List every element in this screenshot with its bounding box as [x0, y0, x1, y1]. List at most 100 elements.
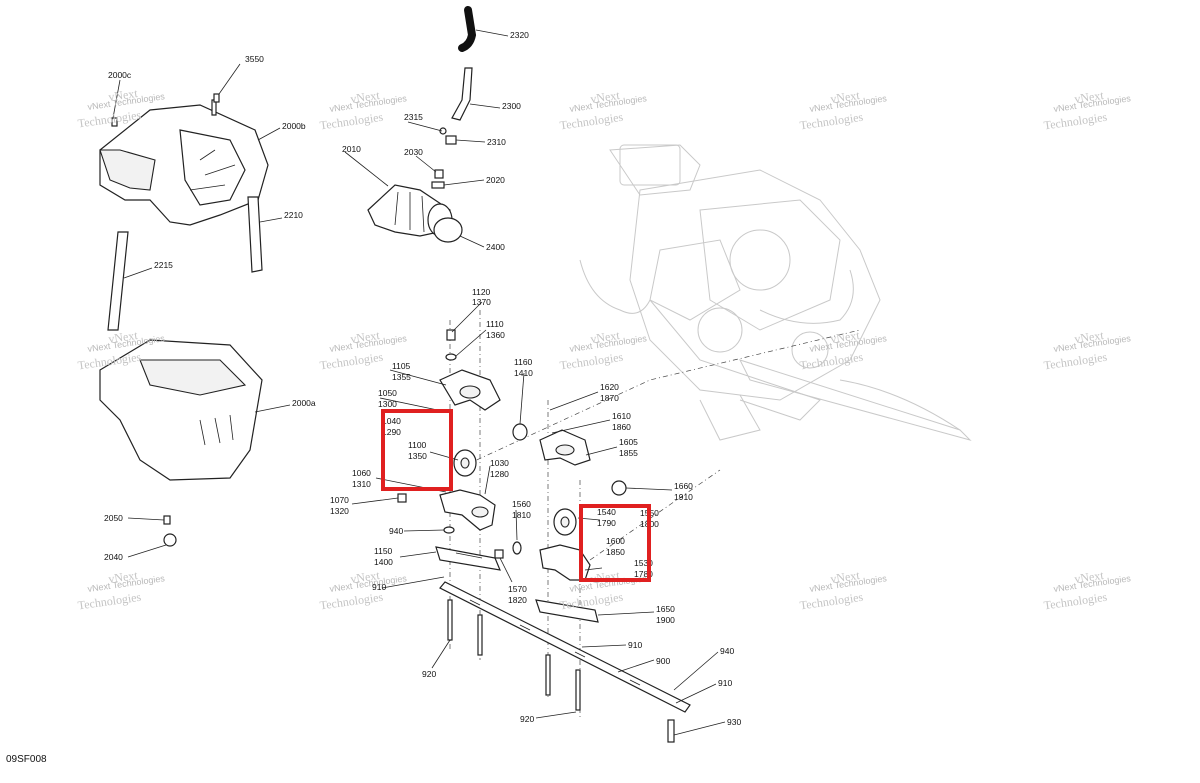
label-910-mid: 910 — [628, 640, 642, 650]
highlight-box-right — [579, 504, 651, 582]
watermark-line1: vNext — [1073, 568, 1105, 586]
label-1355: 1355 — [392, 372, 411, 382]
bracket-1030 — [439, 489, 496, 531]
label-1290: 1290 — [382, 427, 401, 437]
label-1300: 1300 — [378, 399, 397, 409]
drawing-code: 09SF008 — [6, 754, 47, 765]
plug-2040 — [163, 533, 177, 547]
leader-lines — [112, 29, 726, 736]
washer-1560 — [512, 541, 522, 555]
watermark-line2: Technologies — [77, 590, 142, 613]
label-1810: 1810 — [512, 510, 531, 520]
label-1370: 1370 — [472, 297, 491, 307]
label-2020: 2020 — [486, 175, 505, 185]
damper-1600 — [553, 508, 577, 536]
label-1605: 1605 — [619, 437, 638, 447]
label-1070: 1070 — [330, 495, 349, 505]
label-1110: 1110 — [486, 319, 504, 329]
fastener-2050 — [163, 515, 171, 525]
watermark-line2: Technologies — [319, 350, 384, 373]
watermark-line1: vNext — [349, 568, 381, 586]
hose-2320 — [458, 6, 477, 52]
label-1610: 1610 — [612, 411, 631, 421]
watermark-line1: vNext — [107, 86, 139, 104]
engine-ghost-illustration — [579, 144, 972, 441]
watermark-line2: Technologies — [799, 590, 864, 613]
part-labels: 2000c 3550 2000b 2210 2215 2000a 2050 20… — [104, 30, 741, 727]
label-1060: 1060 — [352, 468, 371, 478]
label-1120: 1120 — [472, 287, 491, 297]
crossbar-900 — [439, 581, 691, 713]
label-1650: 1650 — [656, 604, 675, 614]
watermark-line2: Technologies — [1043, 350, 1108, 373]
label-1150: 1150 — [374, 546, 393, 556]
label-1360: 1360 — [486, 330, 505, 340]
plate-1650 — [535, 599, 599, 623]
label-1280: 1280 — [490, 469, 509, 479]
label-940-right: 940 — [720, 646, 734, 656]
label-1850: 1850 — [606, 547, 625, 557]
watermark-line1: vNext — [1073, 88, 1105, 106]
bolt-1070 — [397, 493, 407, 503]
label-1410: 1410 — [514, 368, 533, 378]
damper-1100 — [453, 449, 477, 477]
screw-3550 — [213, 93, 220, 103]
label-1660: 1660 — [674, 481, 693, 491]
label-930: 930 — [727, 717, 741, 727]
strap-2215 — [107, 231, 129, 331]
label-910-right: 910 — [718, 678, 732, 688]
watermark-line1: vNext — [349, 328, 381, 346]
label-940-top: 940 — [389, 526, 403, 536]
washer-1110 — [445, 353, 457, 361]
watermark-line1: vNext — [829, 568, 861, 586]
label-2210: 2210 — [284, 210, 303, 220]
label-2030: 2030 — [404, 147, 423, 157]
label-1570: 1570 — [508, 584, 527, 594]
tube-2300 — [451, 67, 473, 121]
label-1600: 1600 — [606, 536, 625, 546]
label-1160: 1160 — [514, 357, 533, 367]
label-1040: 1040 — [382, 416, 401, 426]
label-1030: 1030 — [490, 458, 509, 468]
label-1790: 1790 — [597, 518, 616, 528]
fitting-2030 — [434, 169, 444, 179]
label-2040: 2040 — [104, 552, 123, 562]
label-2215: 2215 — [154, 260, 173, 270]
watermark-line1: vNext — [1073, 328, 1105, 346]
watermark-line1: vNext — [589, 88, 621, 106]
highlight-boxes — [381, 409, 651, 582]
bolt-1570 — [494, 549, 504, 559]
watermark-line1: vNext — [589, 328, 621, 346]
washer-940 — [443, 526, 455, 534]
watermark-line1: vNext — [349, 88, 381, 106]
fitting-2310 — [445, 135, 457, 145]
label-2000b: 2000b — [282, 121, 306, 131]
watermark-line2: Technologies — [799, 350, 864, 373]
clamp-2020 — [431, 181, 445, 189]
label-1100: 1100 — [408, 440, 427, 450]
label-2050: 2050 — [104, 513, 123, 523]
label-2310: 2310 — [487, 137, 506, 147]
watermark-line2: Technologies — [319, 590, 384, 613]
label-2000c: 2000c — [108, 70, 132, 80]
bushing-1660 — [611, 480, 627, 496]
label-1620: 1620 — [600, 382, 619, 392]
bolts-920 — [447, 599, 675, 743]
airbox-cover-2000b — [99, 99, 269, 226]
watermark-line2: Technologies — [319, 110, 384, 133]
watermark-line1: vNext — [829, 88, 861, 106]
watermark-line2: Technologies — [799, 110, 864, 133]
label-920-bottom: 920 — [520, 714, 534, 724]
label-2400: 2400 — [486, 242, 505, 252]
bracket-1105 — [439, 369, 501, 411]
label-2320: 2320 — [510, 30, 529, 40]
label-1310: 1310 — [352, 479, 371, 489]
label-1820: 1820 — [508, 595, 527, 605]
screw-1120 — [446, 329, 456, 341]
label-2300: 2300 — [502, 101, 521, 111]
label-3550: 3550 — [245, 54, 264, 64]
clip-2000c — [111, 117, 118, 127]
watermark-line2: Technologies — [559, 350, 624, 373]
clamp-2315 — [439, 127, 447, 135]
